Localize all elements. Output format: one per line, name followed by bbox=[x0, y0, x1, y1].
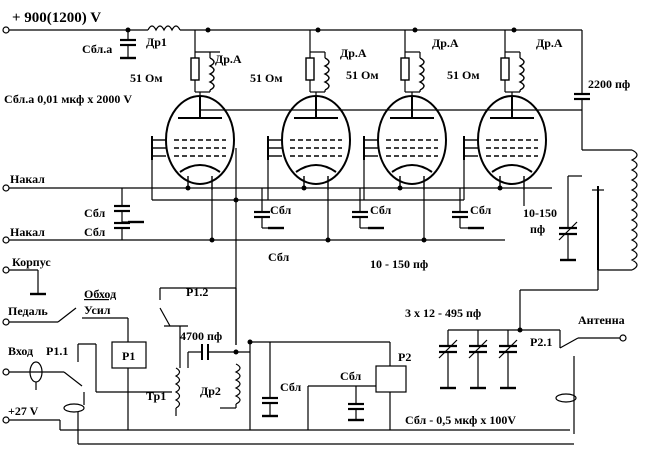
dr-a-label-1: Др.А bbox=[215, 52, 242, 66]
p21-label: P2.1 bbox=[530, 335, 552, 349]
c10-150-label-a: 10-150 bbox=[523, 206, 557, 220]
v27-label: +27 V bbox=[8, 404, 39, 418]
relay-p2-section bbox=[247, 339, 407, 430]
p12-label: P1.2 bbox=[186, 285, 208, 299]
supply-voltage-label: + 900(1200) V bbox=[12, 10, 101, 26]
nakal-label-1: Накал bbox=[10, 172, 45, 186]
filament-rail-1 bbox=[2, 184, 552, 192]
cbl-label-6: Сбл bbox=[470, 203, 492, 217]
tr1-label: Тр1 bbox=[146, 389, 166, 403]
tank-coil bbox=[557, 149, 638, 271]
coupling-capacitor-2200 bbox=[572, 30, 632, 151]
cbl-label-3: Сбл bbox=[270, 203, 292, 217]
antenna-label: Антенна bbox=[578, 313, 625, 327]
dr2-label: Др2 bbox=[200, 384, 221, 398]
loading-capacitors bbox=[437, 330, 519, 390]
p1-label: P1 bbox=[122, 349, 135, 363]
cbl-label-2: Сбл bbox=[84, 225, 106, 239]
c3x12-label: 3 х 12 - 495 пф bbox=[405, 306, 481, 320]
cbl-label-4: Сбл bbox=[268, 250, 290, 264]
relay-p12-contact bbox=[159, 287, 236, 368]
p11-label: P1.1 bbox=[46, 344, 68, 358]
resistor-label-1: 51 Ом bbox=[130, 71, 163, 85]
cbl-label-7: Сбл bbox=[280, 380, 302, 394]
coupling-capacitor-4700 bbox=[187, 344, 250, 368]
cbl-a-spec-label: Сбл.а 0,01 мкф х 2000 V bbox=[4, 92, 132, 106]
cbl-a-label: Сбл.а bbox=[82, 42, 112, 56]
p2-label: P2 bbox=[398, 350, 411, 364]
obhod-label: Обход bbox=[84, 287, 116, 301]
antenna-relay-contact bbox=[555, 330, 627, 434]
anode-chain-1 bbox=[190, 30, 220, 110]
pedal-label: Педаль bbox=[8, 304, 48, 318]
input-section bbox=[2, 343, 172, 413]
c10-150-label-b: 10 - 150 пф bbox=[370, 257, 428, 271]
resistor-label-4: 51 Ом bbox=[447, 68, 480, 82]
tank-to-antenna bbox=[448, 270, 599, 333]
cbl-label-5: Сбл bbox=[370, 203, 392, 217]
supply-bypass-capacitor bbox=[118, 30, 138, 60]
resistor-label-3: 51 Ом bbox=[346, 68, 379, 82]
korpus-label: Корпус bbox=[12, 255, 51, 269]
dr-a-label-3: Др.А bbox=[432, 36, 459, 50]
input-transformer-tr1 bbox=[174, 367, 181, 416]
c2200-label: 2200 пф bbox=[588, 77, 630, 91]
usil-label: Усил bbox=[84, 303, 111, 317]
pedal-switch bbox=[2, 307, 129, 342]
vhod-label: Вход bbox=[8, 344, 33, 358]
dr-a-label-2: Др.А bbox=[340, 46, 367, 60]
supply-rail bbox=[2, 25, 582, 34]
grid-choke-dr2 bbox=[220, 363, 241, 409]
supply-27v-line bbox=[2, 412, 574, 445]
cbl-spec-label: Сбл - 0,5 мкф х 100V bbox=[405, 413, 516, 427]
cbl-label-8: Сбл bbox=[340, 369, 362, 383]
filament-connections bbox=[185, 185, 525, 243]
resistor-label-2: 51 Ом bbox=[250, 71, 283, 85]
cbl-label-1: Сбл bbox=[84, 206, 106, 220]
pf-label: пф bbox=[530, 222, 545, 236]
relay-p1 bbox=[111, 341, 147, 430]
filament-bypass-capacitors bbox=[112, 188, 486, 240]
filament-rail-2 bbox=[2, 236, 505, 244]
dr1-label: Др1 bbox=[146, 35, 167, 49]
chassis-ground bbox=[2, 266, 48, 296]
c4700-label: 4700 пф bbox=[180, 329, 222, 343]
dr-a-label-4: Др.А bbox=[536, 36, 563, 50]
nakal-label-2: Накал bbox=[10, 225, 45, 239]
